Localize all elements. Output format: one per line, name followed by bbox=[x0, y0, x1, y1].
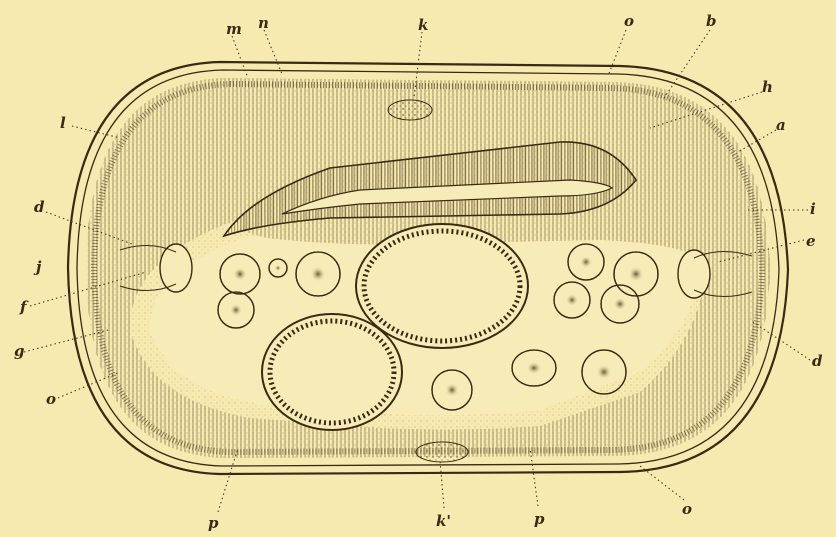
label-o-left: o bbox=[46, 390, 56, 408]
ovary-tube-right bbox=[356, 224, 528, 348]
label-h: h bbox=[762, 78, 773, 96]
label-g: g bbox=[14, 342, 25, 360]
label-i: i bbox=[810, 200, 816, 218]
label-a: a bbox=[776, 116, 786, 134]
label-k: k bbox=[418, 16, 428, 34]
label-f: f bbox=[19, 298, 29, 316]
label-p-left: p bbox=[208, 514, 219, 532]
label-j: j bbox=[33, 258, 42, 276]
label-o-top: o bbox=[624, 12, 634, 30]
label-l: l bbox=[60, 114, 66, 132]
label-e: e bbox=[806, 232, 816, 250]
label-n: n bbox=[258, 14, 269, 32]
label-d-left: d bbox=[34, 198, 45, 216]
label-o-bottom: o bbox=[682, 500, 692, 518]
label-k-prime: k' bbox=[436, 512, 451, 530]
label-p-right: p bbox=[534, 510, 545, 528]
label-m: m bbox=[226, 20, 242, 38]
label-b: b bbox=[706, 12, 717, 30]
label-d-right: d bbox=[812, 352, 823, 370]
ovary-tube-left bbox=[262, 314, 402, 430]
dorsal-nerve bbox=[388, 100, 432, 120]
ventral-nerve bbox=[416, 442, 468, 462]
